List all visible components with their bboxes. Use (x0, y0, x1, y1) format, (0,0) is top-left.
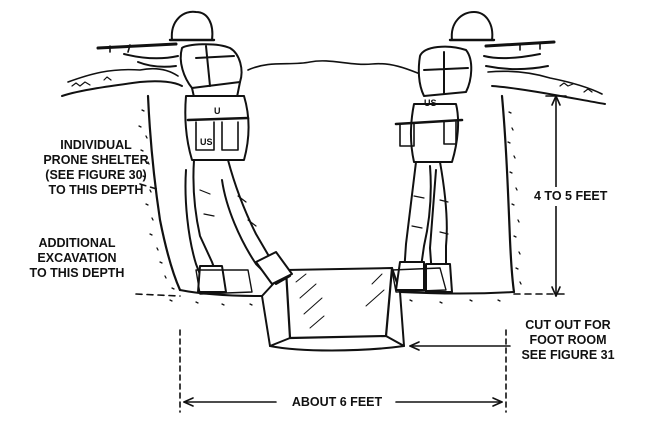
left-soldier (96, 10, 293, 295)
horizon-terrain (67, 60, 603, 95)
individual-prone-shelter-label: INDIVIDUAL PRONE SHELTER (SEE FIGURE 30)… (28, 138, 164, 198)
foot-room-line-2: FOOT ROOM (529, 333, 607, 347)
right-pack-marking: US (424, 98, 437, 108)
left-pack-marking: U (214, 106, 221, 116)
left-belt-marking: US (200, 137, 213, 147)
wall-stipple (138, 109, 522, 306)
foot-room-cutout (261, 266, 405, 352)
foot-room-arrow (409, 341, 511, 351)
additional-excavation-line-1: ADDITIONAL (38, 236, 116, 250)
additional-excavation-line-3: TO THIS DEPTH (29, 266, 125, 280)
individual-prone-line-1: INDIVIDUAL (60, 138, 132, 152)
depth-label: 4 TO 5 FEET (532, 187, 610, 206)
ground-surface (61, 80, 606, 105)
individual-prone-line-4: TO THIS DEPTH (48, 183, 144, 197)
foot-room-label: CUT OUT FOR FOOT ROOM SEE FIGURE 31 (508, 318, 628, 363)
individual-prone-line-2: PRONE SHELTER (43, 153, 149, 167)
individual-prone-line-3: (SEE FIGURE 30) (45, 168, 147, 182)
foxhole-walls (146, 94, 516, 297)
width-dimension (179, 329, 507, 413)
foot-room-line-1: CUT OUT FOR (525, 318, 611, 332)
additional-excavation-label: ADDITIONAL EXCAVATION TO THIS DEPTH (12, 236, 142, 281)
right-soldier (391, 11, 556, 293)
width-label: ABOUT 6 FEET (291, 395, 383, 409)
foot-room-line-3: SEE FIGURE 31 (521, 348, 615, 362)
additional-excavation-line-2: EXCAVATION (37, 251, 117, 265)
